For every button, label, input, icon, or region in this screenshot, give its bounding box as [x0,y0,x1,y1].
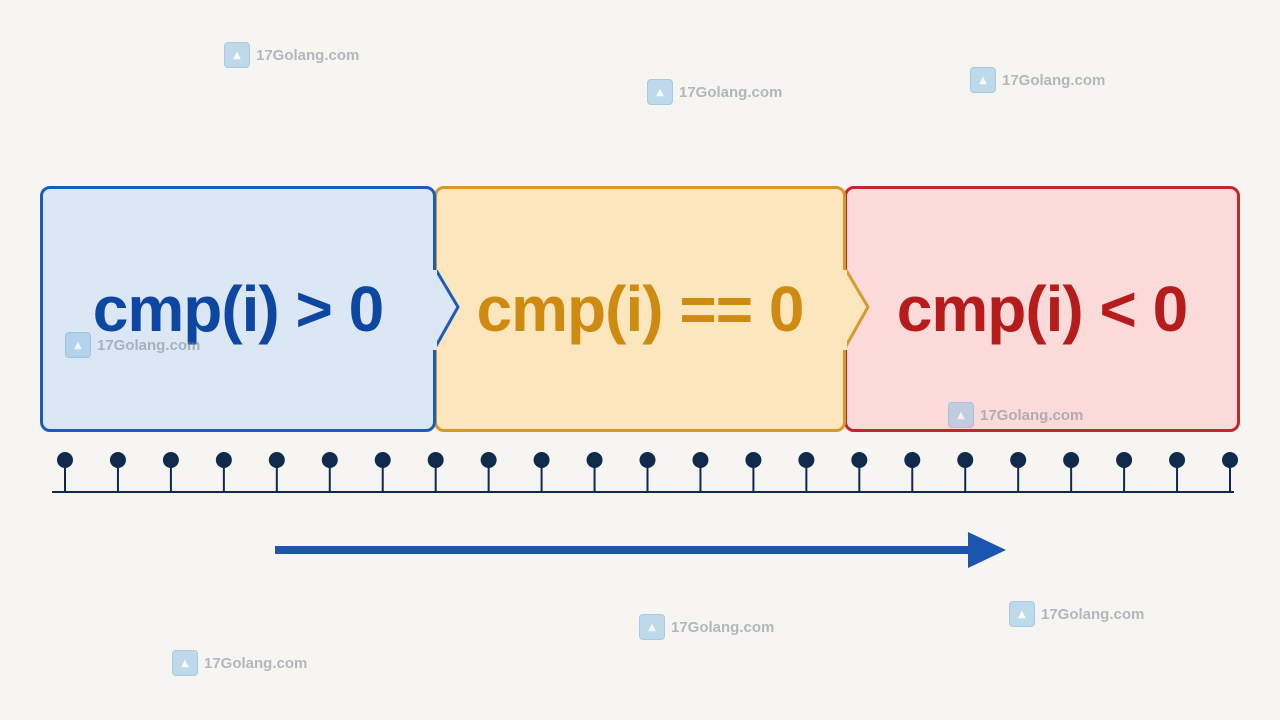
index-tick-dot [1116,452,1133,468]
watermark: ▲17Golang.com [647,79,782,105]
index-tick-dot [427,452,444,468]
index-ticks [57,452,1238,492]
index-tick-dot [109,452,126,468]
index-tick-dot [480,452,497,468]
logo-icon: ▲ [1009,601,1035,627]
watermark: ▲17Golang.com [172,650,307,676]
watermark: ▲17Golang.com [65,332,200,358]
index-tick-dot [321,452,338,468]
watermark: ▲17Golang.com [970,67,1105,93]
index-tick-dot [1222,452,1238,468]
index-tick-dot [533,452,550,468]
logo-icon: ▲ [970,67,996,93]
zone-label-greater: cmp(i) > 0 [92,273,385,345]
direction-arrow-head [968,532,1006,568]
logo-icon: ▲ [639,614,665,640]
logo-icon: ▲ [647,79,673,105]
index-tick-dot [692,452,709,468]
index-tick-dot [57,452,73,468]
logo-icon: ▲ [65,332,91,358]
zone-cmp-less: cmp(i) < 0 [844,186,1240,432]
zone-label-equal: cmp(i) == 0 [476,273,805,345]
chevron-notch-2 [836,270,870,350]
index-tick-dot [1010,452,1027,468]
logo-icon: ▲ [172,650,198,676]
logo-icon: ▲ [948,402,974,428]
watermark: ▲17Golang.com [1009,601,1144,627]
index-tick-dot [957,452,974,468]
index-tick-dot [745,452,762,468]
index-tick-dot [374,452,391,468]
zone-cmp-greater: cmp(i) > 0 [40,186,436,432]
watermark: ▲17Golang.com [224,42,359,68]
logo-icon: ▲ [224,42,250,68]
index-tick-dot [904,452,921,468]
watermark: ▲17Golang.com [948,402,1083,428]
watermark: ▲17Golang.com [639,614,774,640]
index-tick-dot [851,452,868,468]
zone-label-less: cmp(i) < 0 [896,273,1189,345]
index-tick-dot [1169,452,1186,468]
index-tick-dot [1063,452,1080,468]
index-tick-dot [162,452,179,468]
index-tick-dot [268,452,285,468]
zone-cmp-equal: cmp(i) == 0 [434,186,846,432]
chevron-notch-1 [426,270,460,350]
index-tick-dot [215,452,232,468]
index-tick-dot [798,452,815,468]
index-tick-dot [639,452,656,468]
index-tick-dot [586,452,603,468]
